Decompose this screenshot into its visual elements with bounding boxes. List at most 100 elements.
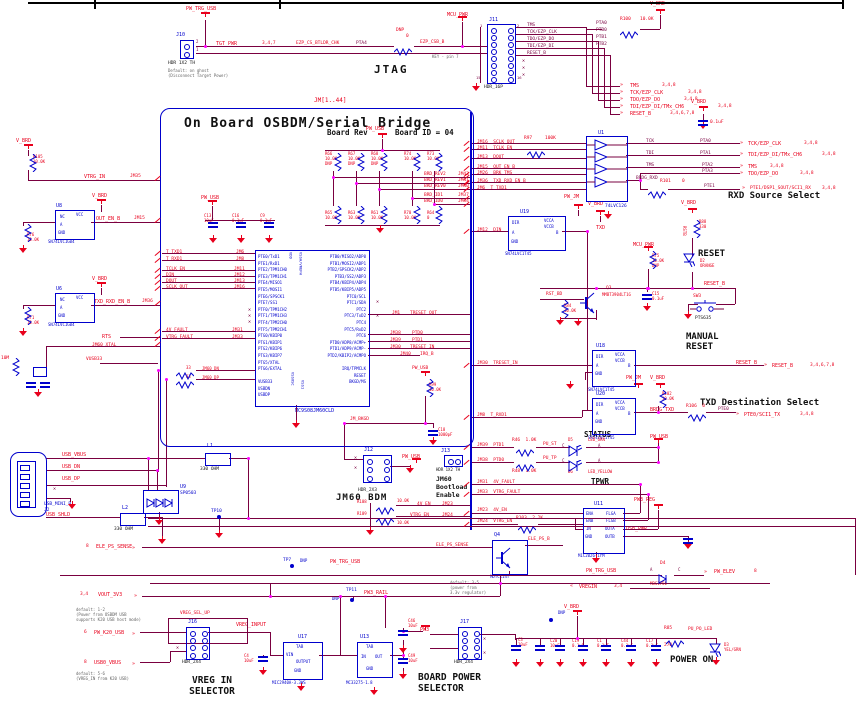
l2-ferrite — [120, 513, 146, 526]
wire — [703, 114, 704, 122]
resistor-symbol — [20, 306, 38, 326]
net-label: C49 10uF — [408, 653, 418, 663]
net-label: U1 — [598, 130, 605, 136]
net-label: TDI — [646, 151, 655, 156]
net-label: PTA2 — [702, 163, 713, 168]
resistor-symbol — [431, 152, 449, 172]
net-label: SN74LVC1T45 — [588, 387, 615, 392]
net-label: D4 — [660, 561, 666, 566]
net-label: JM1 — [392, 311, 400, 316]
net-label: VUSB33 — [86, 357, 103, 362]
resistor-symbol — [645, 250, 663, 270]
ground-icon — [380, 225, 381, 228]
wire — [692, 272, 693, 288]
wire — [46, 458, 205, 459]
net-mcu-pwr: MCU_PWR — [447, 12, 469, 18]
net-label: USB_DP — [62, 476, 81, 482]
resistor-symbol — [8, 357, 26, 377]
wire — [368, 341, 472, 342]
net-label: 0 — [682, 179, 685, 184]
wire — [472, 494, 648, 495]
wire — [668, 189, 740, 190]
header-pin — [508, 27, 514, 34]
ground-icon — [410, 465, 411, 468]
wire — [536, 462, 570, 463]
wire — [631, 638, 632, 646]
wire — [270, 655, 283, 656]
wire — [582, 410, 583, 417]
wire — [578, 210, 579, 216]
net-label: ELE_PS_B — [528, 537, 550, 542]
ground-icon — [583, 659, 584, 662]
capacitor-symbol — [398, 630, 408, 632]
net-label: PTA4 — [356, 41, 367, 46]
net-txd-rxd-en-b: TXD_RXD_EN_B — [94, 299, 131, 305]
ground-icon — [688, 311, 689, 314]
junction-dot — [585, 229, 589, 233]
net-label: PW3_RAIL — [364, 590, 389, 596]
net-label: JM60_XTAL — [92, 343, 116, 348]
wire — [540, 299, 584, 300]
junction-dot — [638, 178, 642, 182]
ground-icon — [716, 657, 717, 660]
ground-icon — [155, 520, 163, 525]
net-label: JM33 VTRG_FAULT — [477, 490, 521, 495]
ground-icon — [213, 235, 214, 238]
wire — [598, 100, 620, 101]
net-label: VCCB — [615, 406, 625, 411]
junction-dot — [155, 468, 159, 472]
net-label: R88 330 — [699, 219, 707, 229]
power-tap-icon — [212, 200, 213, 205]
wire — [46, 470, 158, 471]
net-label: GND — [366, 666, 374, 671]
net-label: PTE0/SCI1_TX — [744, 412, 781, 418]
wire — [333, 171, 334, 177]
ground-icon — [403, 671, 404, 674]
net-label: LED_YELLOW — [588, 469, 613, 474]
wire — [94, 0, 96, 9]
wire — [159, 512, 160, 518]
capacitor-symbol — [26, 386, 36, 388]
net-label: FLGA — [606, 511, 616, 516]
net-label: 16 — [517, 75, 522, 80]
resistor-symbol — [517, 520, 537, 535]
wire — [472, 174, 586, 175]
wire — [634, 412, 688, 413]
resistor-symbol — [375, 512, 395, 527]
wire — [196, 46, 394, 47]
net-label: VCCA — [615, 400, 625, 405]
wire — [577, 616, 578, 638]
capacitor-symbol — [398, 634, 408, 636]
net-label: ENA — [586, 511, 594, 516]
net-label: GND — [294, 668, 302, 673]
net-label: C15 0.1uF — [652, 291, 665, 301]
net-label: DIR — [512, 220, 520, 225]
wire — [368, 348, 472, 349]
net-label: A — [596, 411, 599, 416]
capacitor-symbol — [40, 382, 50, 384]
wire — [229, 458, 248, 459]
capacitor-symbol — [236, 222, 246, 224]
ground-icon — [536, 662, 544, 667]
net-label: » — [740, 140, 744, 146]
net-tgt-pwr: TGT_PWR — [216, 41, 238, 47]
junction-dot — [164, 377, 168, 381]
resistor-symbol — [409, 205, 427, 225]
power-tap-icon — [660, 383, 661, 388]
net-label: IN — [361, 654, 366, 659]
wire — [148, 458, 149, 490]
net-label: VSSA/VREFH — [298, 252, 304, 275]
wire — [157, 470, 158, 490]
wire — [142, 596, 500, 597]
net-label: JM31 4V_FAULT — [477, 480, 515, 485]
wire — [626, 155, 740, 156]
ground-icon — [68, 504, 76, 509]
net-label: R63 10.0K — [348, 210, 361, 220]
net-label: TDI/EZP_DI — [527, 44, 555, 49]
net-label: 3,4,8 — [804, 141, 818, 146]
wire — [162, 270, 255, 271]
net-label: » — [704, 569, 708, 575]
wire — [540, 638, 541, 646]
net-label: V_BRD — [588, 201, 604, 207]
q4-part — [492, 540, 528, 575]
